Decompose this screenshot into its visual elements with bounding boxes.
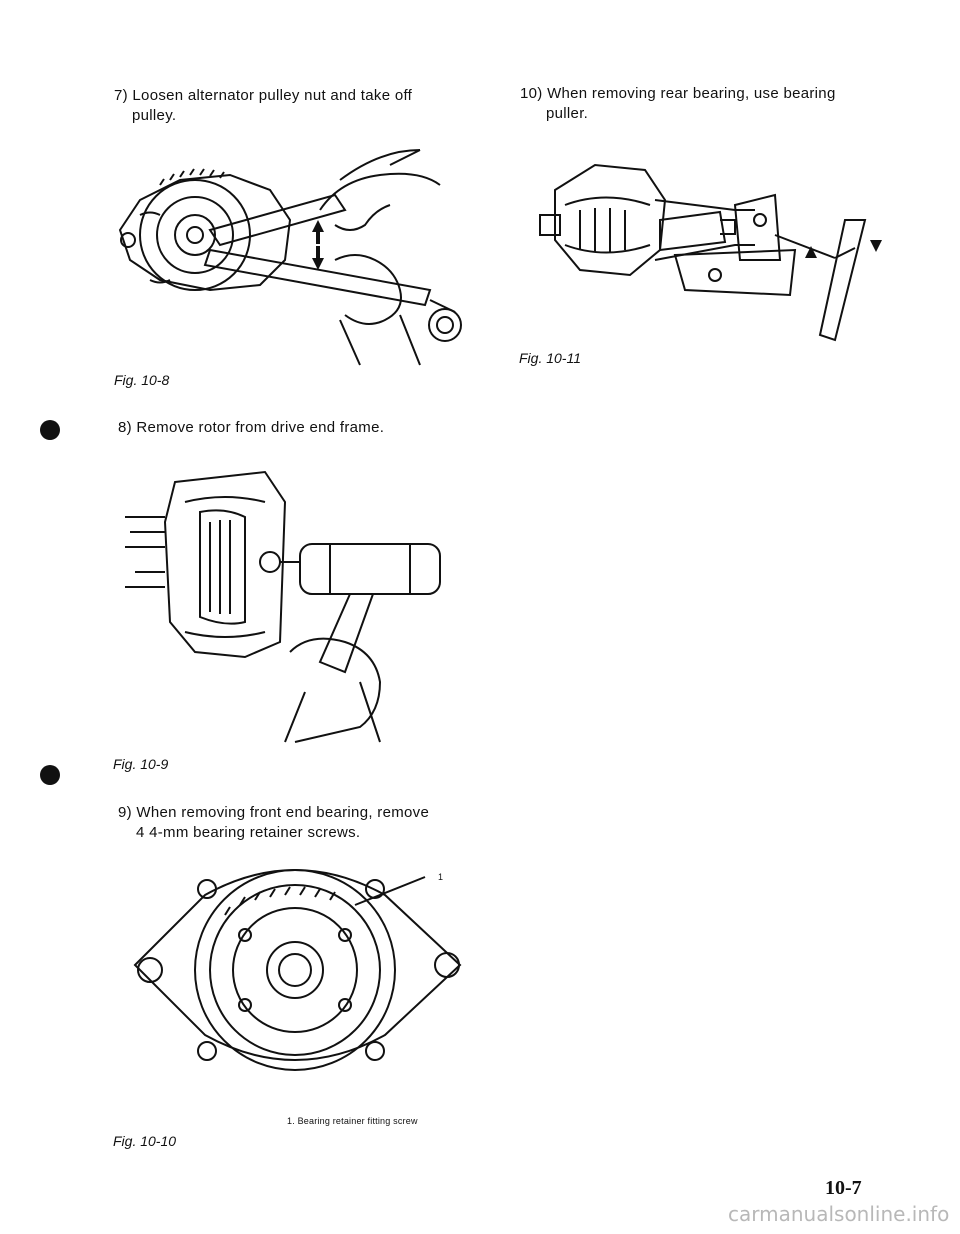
figure-10-8	[100, 140, 480, 380]
binder-hole-top	[40, 420, 60, 440]
step-10-text-cont: puller.	[546, 105, 589, 122]
figure-10-11	[535, 150, 895, 350]
step-10-text: When removing rear bearing, use bearing	[547, 85, 836, 102]
step-7: 7) Loosen alternator pulley nut and take…	[114, 86, 474, 126]
binder-hole-bottom	[40, 765, 60, 785]
step-7-text-cont: pulley.	[132, 107, 177, 124]
step-7-number: 7)	[114, 87, 128, 104]
figure-10-10-legend: 1. Bearing retainer fitting screw	[287, 1116, 418, 1126]
step-9-number: 9)	[118, 804, 132, 821]
step-8: 8) Remove rotor from drive end frame.	[118, 418, 478, 438]
figure-10-10	[125, 855, 475, 1090]
alternator-pulley-wrench-illustration	[118, 149, 462, 366]
figure-10-9-caption: Fig. 10-9	[113, 756, 169, 772]
callout-number-1: 1	[438, 872, 444, 882]
bearing-puller-illustration	[539, 163, 882, 342]
figure-10-9	[115, 462, 455, 752]
figure-10-11-caption: Fig. 10-11	[519, 350, 581, 366]
step-10-number: 10)	[520, 85, 543, 102]
step-7-text: Loosen alternator pulley nut and take of…	[132, 87, 413, 104]
watermark: carmanualsonline.info	[728, 1202, 950, 1226]
step-9-text: When removing front end bearing, remove	[136, 804, 430, 821]
figure-10-8-caption: Fig. 10-8	[114, 372, 170, 388]
figure-10-10-caption: Fig. 10-10	[113, 1133, 177, 1149]
step-9: 9) When removing front end bearing, remo…	[118, 803, 478, 843]
page-number: 10-7	[825, 1177, 862, 1199]
step-9-text-cont: 4 4-mm bearing retainer screws.	[136, 824, 361, 841]
step-10: 10) When removing rear bearing, use bear…	[520, 84, 900, 124]
rotor-removal-hammer-illustration	[125, 470, 441, 743]
step-8-text: Remove rotor from drive end frame.	[136, 419, 385, 436]
front-end-bearing-retainer-illustration	[133, 869, 462, 1071]
step-8-number: 8)	[118, 419, 132, 436]
